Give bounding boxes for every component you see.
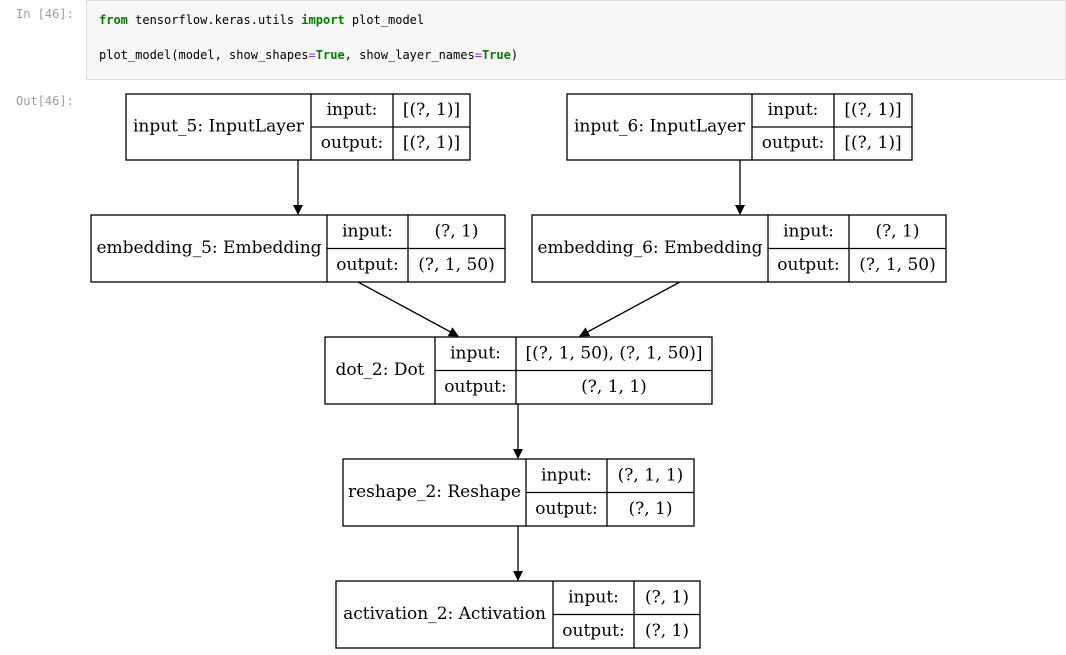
- input-label: input:: [450, 343, 501, 363]
- output-shape: (?, 1): [645, 621, 689, 641]
- layer-node-embedding-6: embedding_6: Embedding input: (?, 1) output…: [531, 214, 947, 283]
- output-prompt: Out[46]:: [16, 94, 74, 108]
- layer-name: embedding_5: Embedding: [96, 238, 321, 258]
- nodes-layer: input_5: InputLayer input: [(?, 1)] output:…: [90, 93, 947, 649]
- layer-node-input-6: input_6: InputLayer input: [(?, 1)] output:…: [566, 93, 913, 161]
- output-label: output:: [777, 255, 839, 275]
- output-label: output:: [321, 133, 383, 153]
- input-shape: [(?, 1)]: [403, 100, 460, 120]
- module-name: tensorflow.keras.utils: [127, 13, 302, 27]
- output-label: output:: [535, 499, 597, 519]
- code-input-cell[interactable]: from tensorflow.keras.utils import plot_…: [86, 0, 1066, 80]
- call-close: ): [510, 48, 519, 62]
- edge-arrow: [357, 281, 459, 337]
- code-line-call: plot_model(model, show_shapes=True, show…: [99, 48, 518, 62]
- input-shape: [(?, 1, 50), (?, 1, 50)]: [526, 343, 703, 363]
- input-label: input:: [768, 100, 819, 120]
- layer-node-reshape-2: reshape_2: Reshape input: (?, 1, 1) output:…: [342, 458, 695, 527]
- true-literal: True: [481, 48, 511, 62]
- layer-name: dot_2: Dot: [335, 360, 424, 380]
- call-text-mid: , show_layer_names: [344, 48, 475, 62]
- output-shape: (?, 1, 1): [581, 377, 647, 397]
- input-shape: (?, 1, 1): [618, 465, 684, 485]
- layer-node-dot-2: dot_2: Dot input: [(?, 1, 50), (?, 1, 50)]…: [324, 336, 713, 405]
- input-label: input:: [342, 221, 393, 241]
- equals-op: =: [474, 48, 482, 62]
- layer-name: input_6: InputLayer: [574, 117, 746, 137]
- output-label: output:: [762, 133, 824, 153]
- layer-node-activation-2: activation_2: Activation input: (?, 1) outp…: [335, 580, 701, 649]
- true-literal: True: [315, 48, 345, 62]
- edge-arrow: [579, 281, 681, 337]
- input-shape: (?, 1): [434, 221, 478, 241]
- output-shape: (?, 1, 50): [859, 255, 935, 275]
- layer-name: activation_2: Activation: [343, 604, 546, 624]
- input-shape: (?, 1): [645, 587, 689, 607]
- input-prompt: In [46]:: [16, 7, 74, 21]
- input-label: input:: [568, 587, 619, 607]
- layer-name: embedding_6: Embedding: [537, 238, 762, 258]
- layer-node-embedding-5: embedding_5: Embedding input: (?, 1) output…: [90, 214, 506, 283]
- input-label: input:: [541, 465, 592, 485]
- imported-name: plot_model: [344, 13, 425, 27]
- output-shape: [(?, 1)]: [403, 133, 460, 153]
- output-label: output:: [562, 621, 624, 641]
- code-line-import: from tensorflow.keras.utils import plot_…: [99, 13, 424, 27]
- output-shape: [(?, 1)]: [844, 133, 901, 153]
- output-shape: (?, 1, 50): [418, 255, 494, 275]
- output-label: output:: [336, 255, 398, 275]
- layer-node-input-5: input_5: InputLayer input: [(?, 1)] output:…: [125, 93, 471, 161]
- edges-layer: [293, 160, 745, 581]
- layer-name: input_5: InputLayer: [133, 117, 305, 137]
- output-label: output:: [444, 377, 506, 397]
- equals-op: =: [308, 48, 316, 62]
- input-label: input:: [783, 221, 834, 241]
- call-text: plot_model(model, show_shapes: [99, 48, 309, 62]
- output-shape: (?, 1): [628, 499, 672, 519]
- layer-name: reshape_2: Reshape: [348, 482, 521, 502]
- keyword-from: from: [99, 13, 128, 27]
- input-shape: (?, 1): [875, 221, 919, 241]
- keyword-import: import: [301, 13, 345, 27]
- input-shape: [(?, 1)]: [844, 100, 901, 120]
- input-label: input:: [327, 100, 378, 120]
